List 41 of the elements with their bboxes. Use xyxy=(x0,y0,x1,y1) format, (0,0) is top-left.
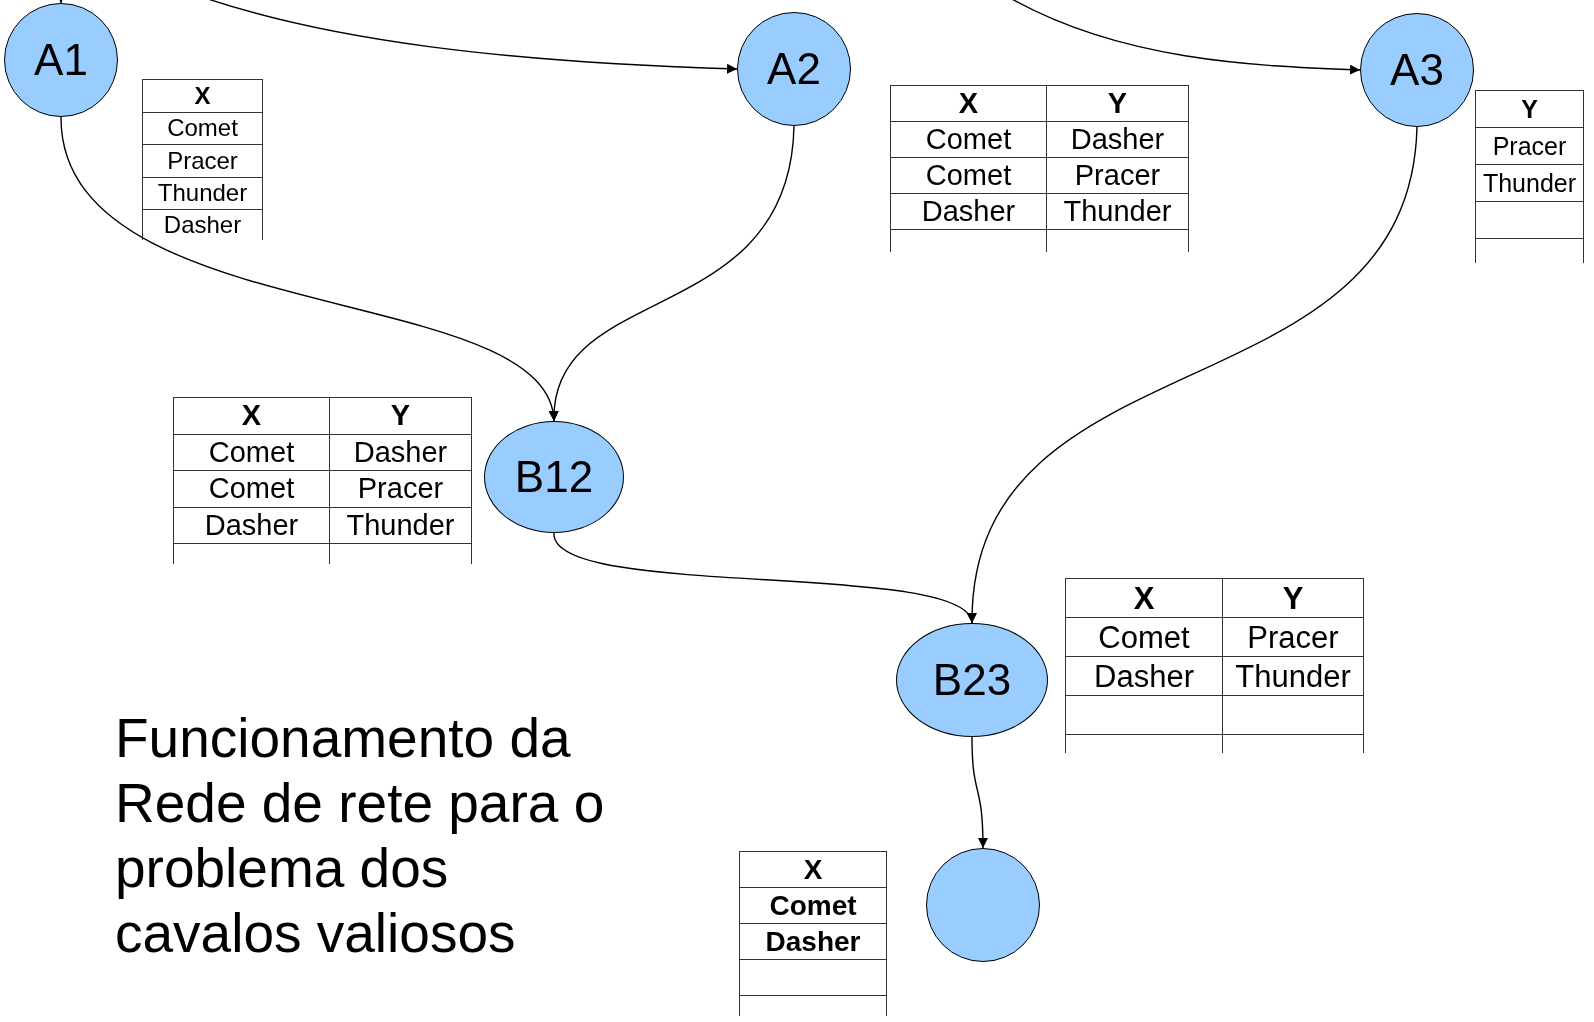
table-cell: Comet xyxy=(143,112,263,145)
arrow xyxy=(550,125,795,422)
column-header: X xyxy=(1066,579,1223,618)
table-cell: Comet xyxy=(1066,618,1223,657)
table-cell: Thunder xyxy=(1223,657,1364,696)
table-cell: Pracer xyxy=(143,145,263,178)
table-cell: Comet xyxy=(891,158,1047,194)
node-circle: A3 xyxy=(1360,13,1474,127)
table-cell: Dasher xyxy=(891,194,1047,230)
node-circle: A2 xyxy=(737,12,851,126)
table-cell: Comet xyxy=(740,888,887,924)
node-ellipse: B23 xyxy=(896,623,1048,737)
column-header: Y xyxy=(1476,91,1584,128)
table-cell: Pracer xyxy=(1476,128,1584,165)
table-cell: Thunder xyxy=(1476,165,1584,202)
table-cell: Pracer xyxy=(1047,158,1189,194)
table-cell: Dasher xyxy=(330,434,472,471)
table-cell: Thunder xyxy=(330,507,472,544)
column-header: Y xyxy=(1047,86,1189,122)
table-cell: Dasher xyxy=(1047,122,1189,158)
table-cell: Dasher xyxy=(174,507,330,544)
column-header: Y xyxy=(330,398,472,435)
table-cell: Dasher xyxy=(1066,657,1223,696)
column-header: Y xyxy=(1223,579,1364,618)
table-cell: Thunder xyxy=(143,177,263,210)
column-header: X xyxy=(740,852,887,888)
node-ellipse: B12 xyxy=(484,421,624,533)
column-header: X xyxy=(174,398,330,435)
arrow xyxy=(971,736,988,849)
table-cell: Dasher xyxy=(143,210,263,240)
column-header: X xyxy=(143,80,263,113)
column-header: X xyxy=(891,86,1047,122)
table-cell: Thunder xyxy=(1047,194,1189,230)
table-cell: Pracer xyxy=(1223,618,1364,657)
title: Funcionamento da Rede de rete para o problema dos cavalos valiosos xyxy=(115,706,606,966)
table-cell: Comet xyxy=(891,122,1047,158)
table-cell: Pracer xyxy=(330,471,472,508)
node-circle: A1 xyxy=(4,3,118,117)
table-cell: Comet xyxy=(174,471,330,508)
table-cell: Comet xyxy=(174,434,330,471)
table-cell: Dasher xyxy=(740,924,887,960)
